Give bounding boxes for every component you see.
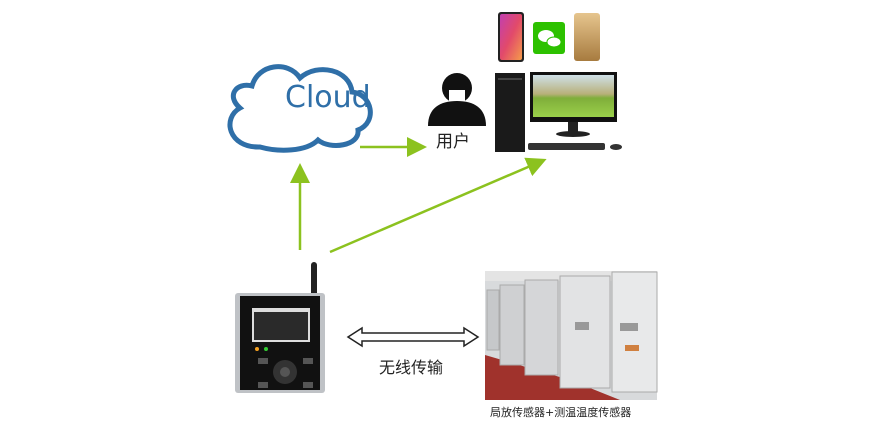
switchgear-photo — [485, 271, 658, 400]
user-icon — [428, 73, 486, 126]
wireless-double-arrow — [346, 326, 480, 348]
desktop-computer-icon — [495, 72, 622, 152]
wireless-label: 无线传输 — [379, 358, 444, 377]
smartphone-gold-icon — [574, 13, 600, 61]
smartphone-icon — [498, 12, 524, 62]
sensor-caption: 局放传感器+测温温度传感器 — [490, 406, 632, 419]
arrow-device-to-user — [329, 157, 547, 254]
wechat-icon — [533, 22, 565, 54]
monitoring-device-image — [235, 262, 325, 393]
cloud-label: Cloud — [285, 80, 371, 115]
cloud-icon — [227, 64, 373, 153]
user-label: 用户 — [436, 132, 470, 152]
